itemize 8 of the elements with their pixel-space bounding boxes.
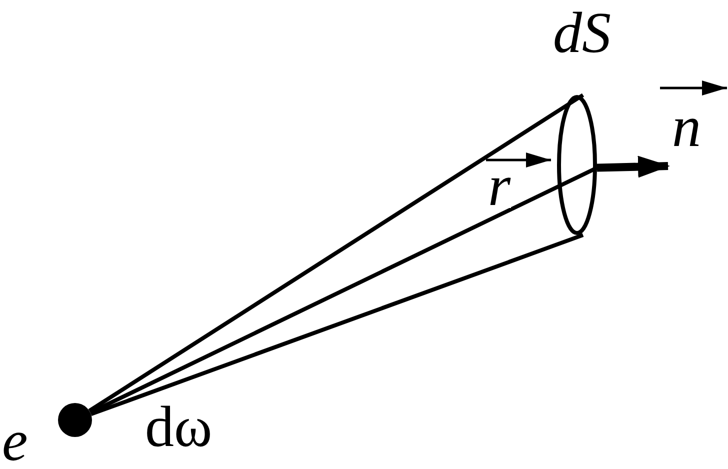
node-label: e [2,412,28,469]
normal-arrow [596,156,670,178]
node-label: dS [553,4,611,62]
cone-line [90,233,584,416]
symbol-label: n [672,98,701,156]
symbol-label: dω [145,398,212,456]
cone-line [88,93,584,413]
charge-dot [58,403,92,437]
